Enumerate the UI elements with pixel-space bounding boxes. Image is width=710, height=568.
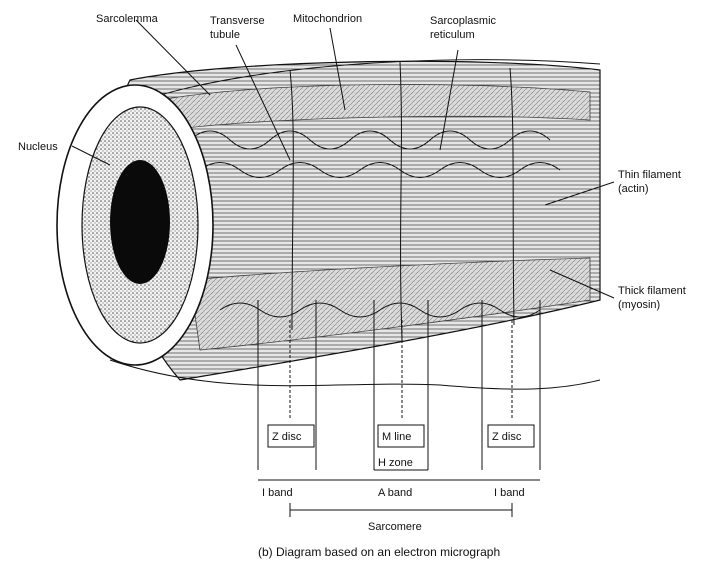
- label-z-disc-left: Z disc: [272, 431, 302, 443]
- label-sarcoplasmic-reticulum-line1: Sarcoplasmic: [430, 15, 497, 27]
- label-thick-filament-line1: Thick filament: [618, 285, 686, 297]
- label-transverse-tubule-line2: tubule: [210, 29, 240, 41]
- label-i-band-left: I band: [262, 487, 293, 499]
- label-thin-filament-line1: Thin filament: [618, 169, 681, 181]
- fiber-cross-section: [57, 85, 213, 365]
- label-z-disc-right: Z disc: [492, 431, 522, 443]
- nucleus-shape: [110, 160, 170, 284]
- label-a-band: A band: [378, 487, 412, 499]
- label-transverse-tubule-line1: Transverse: [210, 15, 265, 27]
- label-mitochondrion: Mitochondrion: [293, 13, 362, 25]
- label-sarcolemma: Sarcolemma: [96, 13, 159, 25]
- label-nucleus: Nucleus: [18, 141, 58, 153]
- label-thick-filament-line2: (myosin): [618, 299, 660, 311]
- label-sarcoplasmic-reticulum-line2: reticulum: [430, 29, 475, 41]
- label-m-line: M line: [382, 431, 411, 443]
- label-h-zone: H zone: [378, 457, 413, 469]
- figure-caption: (b) Diagram based on an electron microgr…: [258, 545, 500, 559]
- label-thin-filament-line2: (actin): [618, 183, 649, 195]
- label-sarcomere: Sarcomere: [368, 521, 422, 533]
- label-i-band-right: I band: [494, 487, 525, 499]
